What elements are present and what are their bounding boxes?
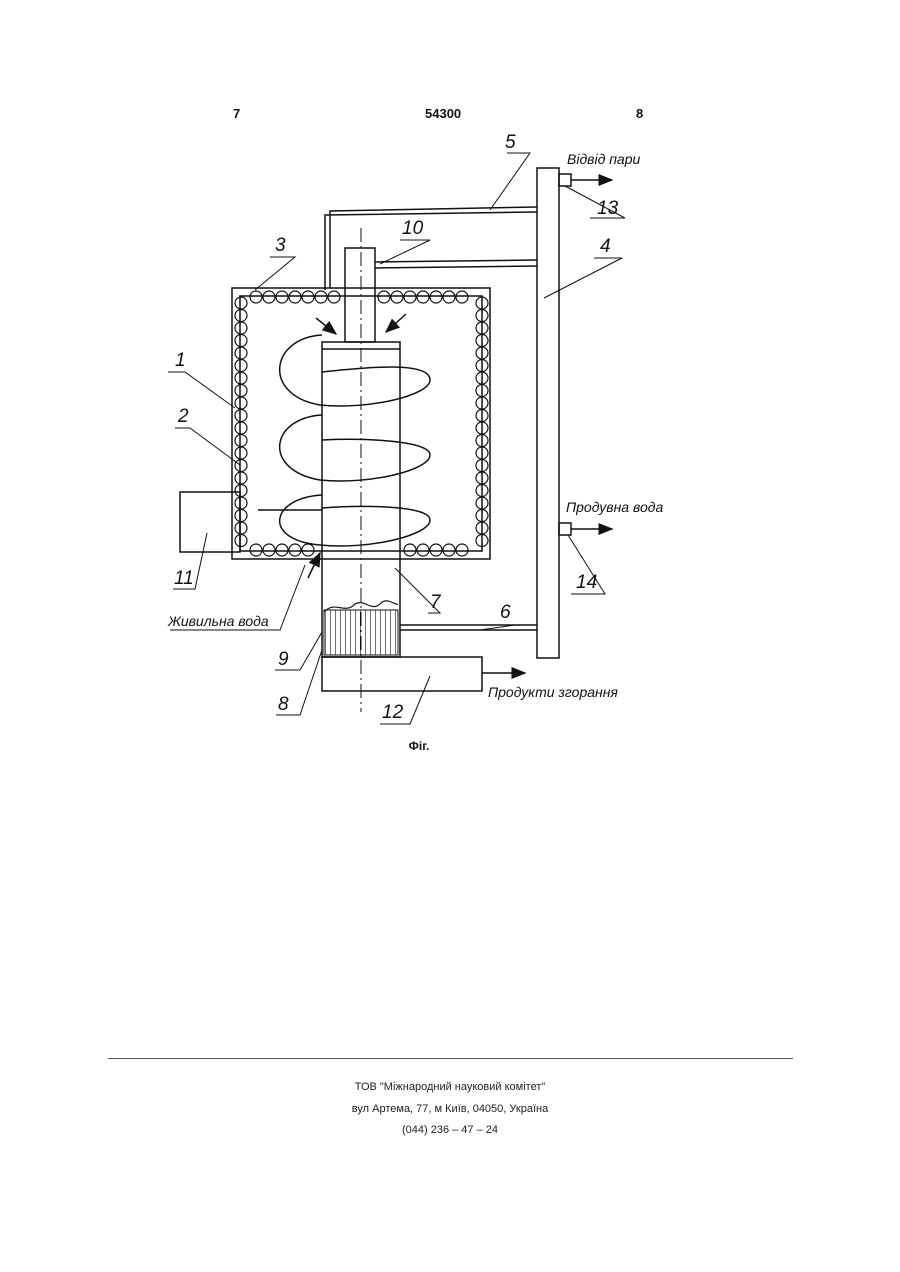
label-3: 3 [275, 235, 286, 256]
label-12: 12 [382, 702, 404, 723]
feed-box [180, 492, 240, 552]
figure-caption: Фіг. [0, 739, 838, 753]
blowdown-nozzle [559, 523, 571, 535]
tube-section [235, 435, 247, 447]
tube-section [250, 544, 262, 556]
pipe-10 [375, 260, 537, 262]
label-6: 6 [500, 602, 511, 623]
footer-address: вул Артема, 77, м Київ, 04050, Україна [0, 1103, 900, 1115]
label-1: 1 [175, 350, 186, 371]
tube-section [235, 510, 247, 522]
label-5: 5 [505, 132, 516, 153]
tube-section [289, 544, 301, 556]
tube-section [235, 360, 247, 372]
tube-section [263, 291, 275, 303]
tube-section [417, 544, 429, 556]
tube-section [250, 291, 262, 303]
combustion-products-label: Продукти згорання [488, 684, 618, 700]
label-13: 13 [597, 198, 619, 219]
label-7: 7 [430, 592, 442, 613]
tube-section [235, 385, 247, 397]
tube-section [315, 291, 327, 303]
top-stack [345, 248, 375, 342]
tube-section [430, 291, 442, 303]
tube-section [391, 291, 403, 303]
tube-section [235, 347, 247, 359]
label-4: 4 [600, 236, 611, 257]
tube-section [235, 322, 247, 334]
spiral-flow [258, 335, 430, 546]
tube-section [235, 535, 247, 547]
tube-section [235, 422, 247, 434]
label-11: 11 [174, 568, 194, 589]
tube-section [235, 397, 247, 409]
label-2: 2 [177, 406, 189, 427]
tube-section [302, 291, 314, 303]
tube-section [235, 485, 247, 497]
tube-section [235, 497, 247, 509]
tube-section [263, 544, 275, 556]
footer-divider [108, 1058, 793, 1059]
tube-section [235, 460, 247, 472]
tube-section [235, 522, 247, 534]
tube-section [378, 291, 390, 303]
steam-nozzle [559, 174, 571, 186]
tube-section [404, 291, 416, 303]
label-14: 14 [576, 572, 597, 593]
tube-section [235, 372, 247, 384]
tube-section [302, 544, 314, 556]
blowdown-water-label: Продувна вода [566, 499, 664, 515]
footer-phone: (044) 236 – 47 – 24 [0, 1124, 900, 1136]
tube-section [430, 544, 442, 556]
tube-section [235, 297, 247, 309]
label-8: 8 [278, 694, 289, 715]
exhaust-box [322, 657, 482, 691]
label-10: 10 [402, 218, 424, 239]
footer-company: ТОВ "Міжнародний науковий комітет" [0, 1081, 900, 1093]
tube-section [276, 291, 288, 303]
label-9: 9 [278, 649, 289, 670]
tube-section [235, 447, 247, 459]
steam-outlet-label: Відвід пари [567, 151, 641, 167]
tube-section [235, 472, 247, 484]
tube-section [235, 310, 247, 322]
feed-water-label: Живильна вода [167, 613, 269, 629]
separator-drum [537, 168, 559, 658]
technical-drawing: 5 10 3 4 13 1 2 11 7 6 14 9 8 12 Відвід … [0, 0, 900, 780]
tube-section [289, 291, 301, 303]
tube-section [404, 544, 416, 556]
tube-section [443, 291, 455, 303]
tube-section [456, 291, 468, 303]
tube-section [235, 410, 247, 422]
tube-section [276, 544, 288, 556]
tube-section [417, 291, 429, 303]
tube-section [456, 544, 468, 556]
tube-section [235, 335, 247, 347]
tube-section [443, 544, 455, 556]
tube-section [328, 291, 340, 303]
